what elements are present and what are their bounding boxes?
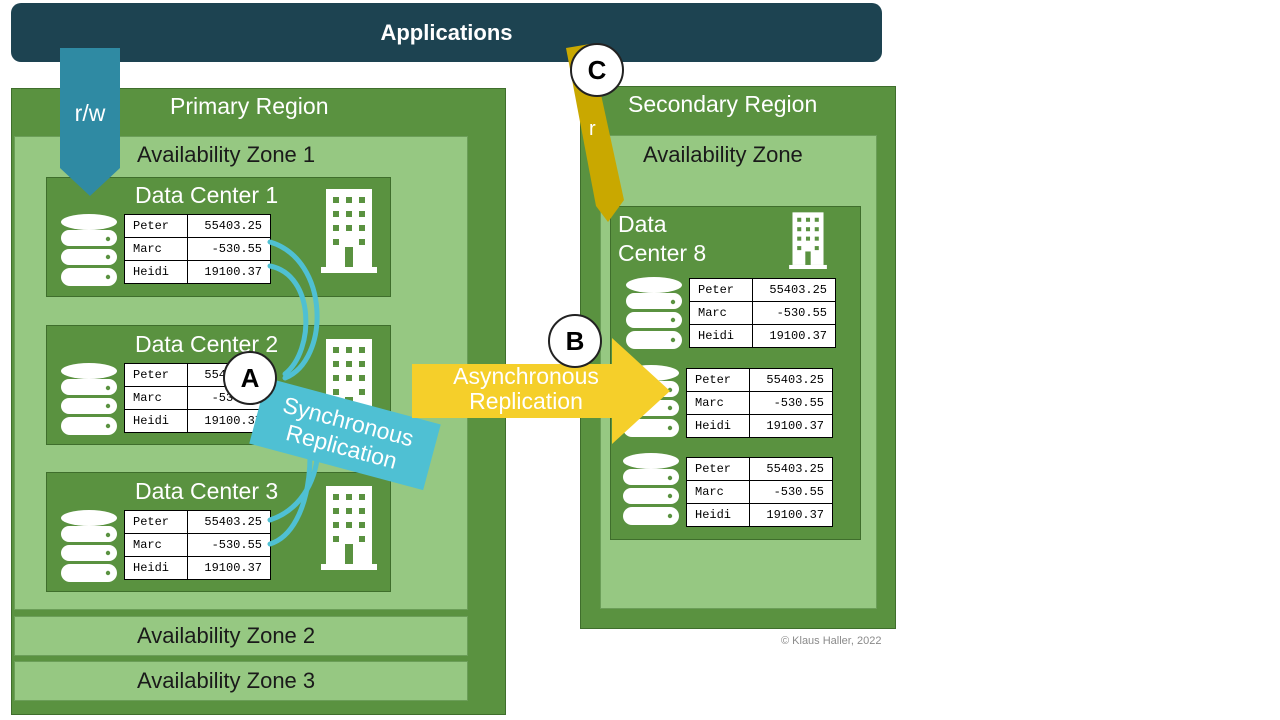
row-value: -530.55 [749,480,833,504]
row-value: 19100.37 [752,324,836,348]
row-name: Peter [686,457,750,481]
copyright-text: © Klaus Haller, 2022 [781,635,882,647]
row-name: Marc [689,301,753,325]
availability-zone-secondary-title: Availability Zone [643,142,803,167]
table-row: Marc-530.55 [689,301,836,325]
row-name: Peter [124,510,188,534]
row-name: Marc [124,386,188,410]
database-icon [61,363,117,435]
availability-zone-1-title: Availability Zone 1 [137,142,316,167]
availability-zone-2-title: Availability Zone 2 [137,623,316,648]
async-replication-line2: Replication [469,388,583,414]
row-name: Heidi [124,556,188,580]
row-name: Peter [686,368,750,392]
primary-region-title: Primary Region [170,93,329,119]
applications-label: Applications [380,19,513,45]
availability-zone-2 [14,616,468,656]
row-name: Heidi [689,324,753,348]
async-replication-line1: Asynchronous [453,363,599,389]
row-name: Marc [124,533,188,557]
data-center-8-title-line2: Center 8 [618,240,707,266]
row-value: 19100.37 [187,260,271,284]
read-write-label: r/w [74,100,106,126]
row-value: 19100.37 [749,414,833,438]
applications-bar: Applications [11,3,882,62]
row-value: 55403.25 [752,278,836,302]
data-center-1-title: Data Center 1 [135,182,279,208]
read-write-arrow [60,48,120,196]
row-name: Heidi [124,409,188,433]
row-name: Peter [124,214,188,238]
marker-c: C [570,43,624,97]
row-value: 55403.25 [749,457,833,481]
row-name: Peter [689,278,753,302]
row-name: Heidi [686,414,750,438]
row-name: Heidi [686,503,750,527]
table-row: Marc-530.55 [124,533,271,557]
database-icon [626,277,682,349]
availability-zone-3 [14,661,468,701]
row-name: Marc [686,480,750,504]
row-value: -530.55 [187,533,271,557]
row-name: Peter [124,363,188,387]
row-value: 55403.25 [749,368,833,392]
async-replication-arrow [412,338,670,444]
building-icon [789,212,827,269]
row-name: Heidi [124,260,188,284]
database-icon [61,214,117,286]
async-replication-label: Asynchronous Replication [412,364,640,414]
data-center-3-title: Data Center 3 [135,478,279,504]
database-icon [623,453,679,525]
row-value: 55403.25 [187,214,271,238]
table-row: Marc-530.55 [686,391,833,415]
data-center-8-title-line1: Data [618,211,667,237]
row-value: -530.55 [187,237,271,261]
database-icon [61,510,117,582]
row-value: -530.55 [749,391,833,415]
building-icon [321,486,377,570]
building-icon [321,189,377,273]
row-value: 19100.37 [187,556,271,580]
availability-zone-3-title: Availability Zone 3 [137,668,316,693]
read-label: r [589,118,596,140]
row-value: 19100.37 [749,503,833,527]
table-row: Marc-530.55 [686,480,833,504]
secondary-region-title: Secondary Region [628,91,818,117]
marker-b: B [548,314,602,368]
row-value: 55403.25 [187,510,271,534]
row-value: -530.55 [752,301,836,325]
row-name: Marc [124,237,188,261]
marker-a: A [223,351,277,405]
row-name: Marc [686,391,750,415]
table-row: Marc-530.55 [124,237,271,261]
